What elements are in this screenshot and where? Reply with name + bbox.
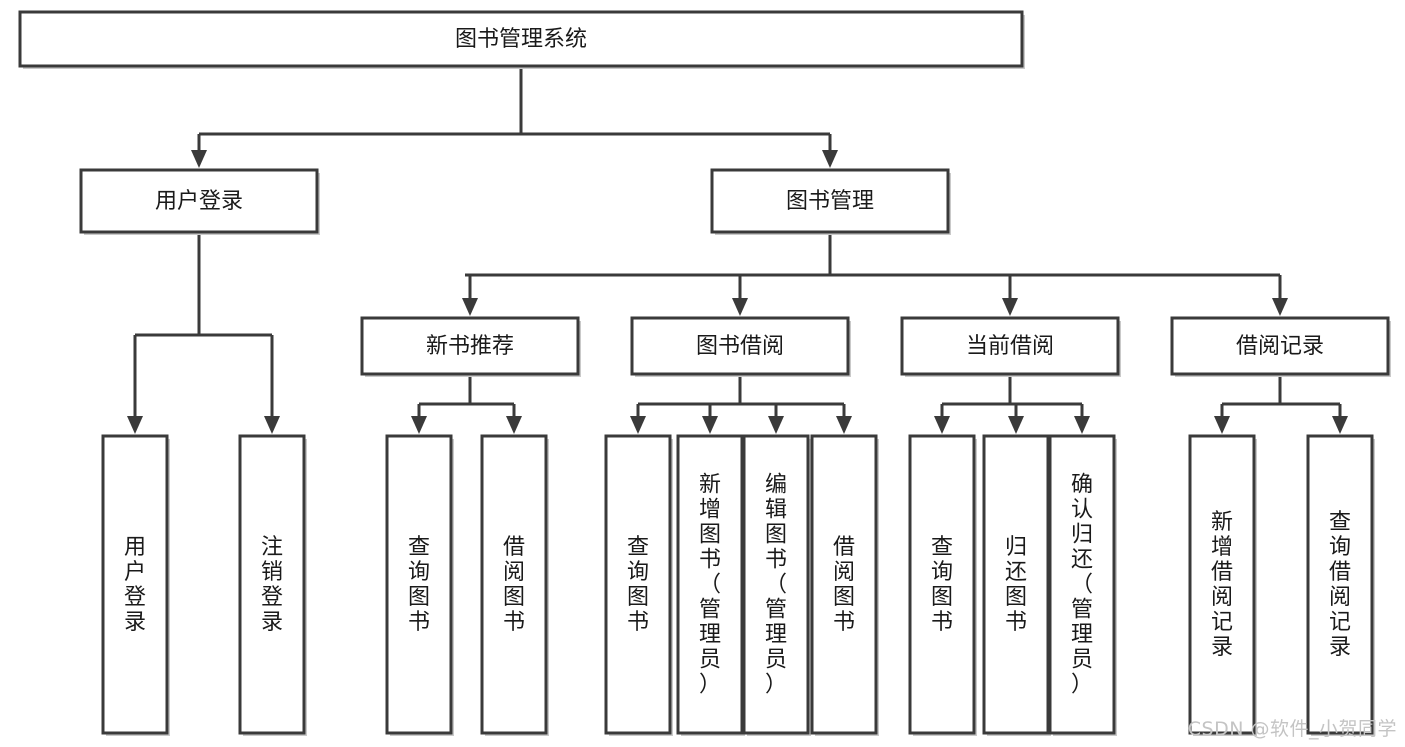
node-rect[interactable]	[908, 434, 976, 735]
node-leaf[interactable]: 注销登录	[238, 434, 307, 736]
arrow-head	[127, 416, 143, 434]
node-rect[interactable]	[810, 434, 878, 735]
node-label: 借阅图书	[503, 535, 525, 635]
arrow-head	[1008, 416, 1024, 434]
node-label: 归还图书	[1005, 535, 1027, 635]
arrow-head	[934, 416, 950, 434]
node-label: 查询图书	[627, 535, 649, 635]
node-leaf[interactable]: 确认归还（管理员）	[1048, 434, 1117, 736]
node-rect[interactable]	[1048, 434, 1116, 735]
node-rect[interactable]	[1306, 434, 1374, 735]
arrow-head	[506, 416, 522, 434]
arrow-head	[1074, 416, 1090, 434]
node-leaf[interactable]: 归还图书	[982, 434, 1051, 736]
arrow-head	[702, 416, 718, 434]
arrow-head	[630, 416, 646, 434]
node-label: 查询图书	[931, 535, 953, 635]
arrow-head	[411, 416, 427, 434]
node-leaf[interactable]: 新增图书（管理员）	[676, 434, 745, 736]
node-leaf[interactable]: 查询借阅记录	[1306, 434, 1375, 736]
node-rect[interactable]	[385, 434, 453, 735]
arrow-head	[264, 416, 280, 434]
node-rect[interactable]	[710, 168, 950, 234]
node-label: 图书管理系统	[455, 27, 587, 52]
node-rect[interactable]	[1170, 316, 1390, 376]
node-rect[interactable]	[360, 316, 580, 376]
node-label: 查询图书	[408, 535, 430, 635]
node-label: 新书推荐	[426, 334, 514, 359]
node-rect[interactable]	[742, 434, 810, 735]
connector-layer	[127, 66, 1348, 434]
arrow-head	[191, 150, 207, 168]
arrow-head	[836, 416, 852, 434]
node-label: 新增借阅记录	[1211, 510, 1233, 660]
node-rect[interactable]	[900, 316, 1120, 376]
node-rect[interactable]	[982, 434, 1050, 735]
node-label: 图书借阅	[696, 334, 784, 359]
node-level2[interactable]: 图书管理	[710, 168, 951, 235]
csdn-watermark: CSDN @软件_小贺同学	[1187, 718, 1397, 740]
arrow-head	[1002, 298, 1018, 316]
arrow-head	[1214, 416, 1230, 434]
node-rect[interactable]	[630, 316, 850, 376]
node-leaf[interactable]: 借阅图书	[480, 434, 549, 736]
node-level3[interactable]: 当前借阅	[900, 316, 1121, 377]
node-label: 图书管理	[786, 189, 874, 214]
arrow-head	[768, 416, 784, 434]
node-rect[interactable]	[604, 434, 672, 735]
node-leaf[interactable]: 查询图书	[908, 434, 977, 736]
arrow-head	[732, 298, 748, 316]
node-leaf[interactable]: 新增借阅记录	[1188, 434, 1257, 736]
node-rect[interactable]	[101, 434, 169, 735]
node-label: 借阅图书	[833, 535, 855, 635]
arrow-head	[462, 298, 478, 316]
node-level3[interactable]: 借阅记录	[1170, 316, 1391, 377]
node-level3[interactable]: 图书借阅	[630, 316, 851, 377]
node-level3[interactable]: 新书推荐	[360, 316, 581, 377]
node-label: 注销登录	[261, 535, 283, 635]
arrow-head	[1332, 416, 1348, 434]
node-label: 新增图书（管理员）	[699, 473, 721, 698]
node-label: 借阅记录	[1236, 334, 1324, 359]
arrow-head	[822, 150, 838, 168]
node-label: 编辑图书（管理员）	[765, 473, 787, 698]
node-label: 用户登录	[155, 189, 243, 214]
node-label: 当前借阅	[966, 334, 1054, 359]
arrow-head	[1272, 298, 1288, 316]
node-rect[interactable]	[79, 168, 319, 234]
node-leaf[interactable]: 借阅图书	[810, 434, 879, 736]
node-leaf[interactable]: 用户登录	[101, 434, 170, 736]
node-leaf[interactable]: 查询图书	[385, 434, 454, 736]
node-leaf[interactable]: 查询图书	[604, 434, 673, 736]
node-layer: 图书管理系统用户登录图书管理新书推荐图书借阅当前借阅借阅记录用户登录注销登录查询…	[18, 10, 1391, 736]
node-rect[interactable]	[238, 434, 306, 735]
node-rect[interactable]	[480, 434, 548, 735]
node-label: 确认归还（管理员）	[1071, 473, 1093, 698]
node-label: 查询借阅记录	[1329, 510, 1351, 660]
node-level2[interactable]: 用户登录	[79, 168, 320, 235]
node-rect[interactable]	[1188, 434, 1256, 735]
node-leaf[interactable]: 编辑图书（管理员）	[742, 434, 811, 736]
node-rect[interactable]	[676, 434, 744, 735]
node-root[interactable]: 图书管理系统	[18, 10, 1025, 69]
node-label: 用户登录	[124, 535, 146, 635]
node-rect[interactable]	[18, 10, 1024, 68]
